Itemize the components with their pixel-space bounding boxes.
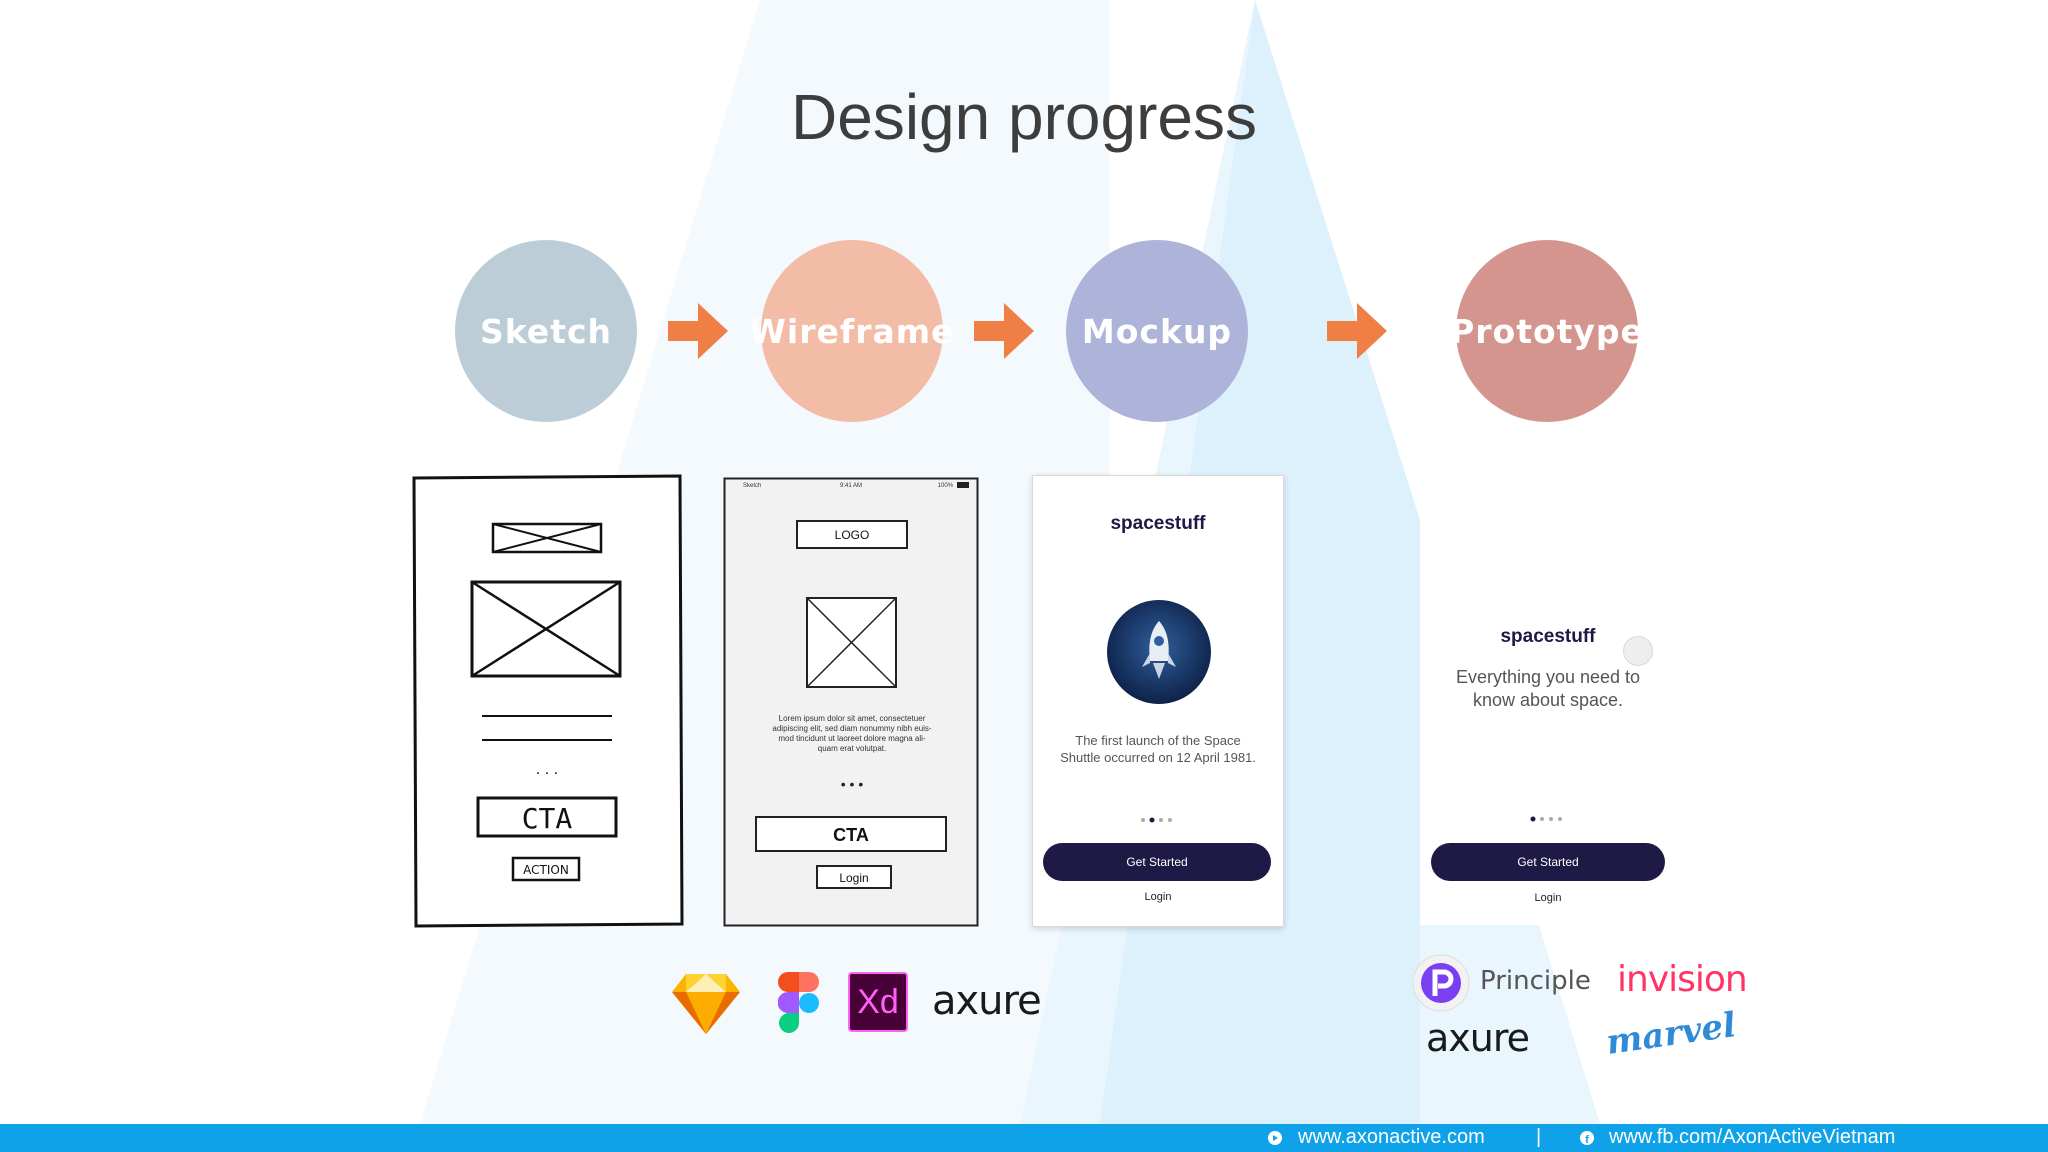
stage-sketch: Sketch [455,240,637,422]
stage-label: Sketch [479,311,613,351]
arrow-right-icon [1327,303,1387,359]
stage-prototype: Prototype [1450,240,1643,422]
facebook-link[interactable]: www.fb.com/AxonActiveVietnam [1609,1126,1896,1148]
sketch-dots: . . . [536,761,558,778]
prototype-text-line: Everything you need to [1455,667,1641,687]
mockup-text-line: Shuttle occurred on 12 April 1981. [1060,750,1256,765]
principle-icon [1412,954,1470,1012]
rocket-icon [1107,600,1211,704]
svg-text:f: f [1585,1134,1589,1145]
wireframe-card: Sketch 9:41 AM 100% LOGO Lorem ipsum dol… [723,477,979,927]
prototype-description: Everything you need to know about space. [1420,666,1676,712]
adobe-xd-icon: Xd [848,972,908,1032]
page-title: Design progress [791,81,1257,153]
wireframe-logo: LOGO [835,528,870,542]
wireframe-cta-label: CTA [833,825,869,845]
principle-label: Principle [1480,966,1591,996]
wireframe-status-left: Sketch [743,483,761,489]
website-icon [1268,1131,1282,1145]
login-link[interactable]: Login [1144,891,1172,903]
mockup-brand: spacestuff [1110,513,1206,534]
wireframe-login-label: Login [839,871,868,885]
pagination-dots [1530,816,1562,822]
wireframe-lorem-line: quam erat volutpat. [818,744,886,753]
login-link[interactable]: Login [1534,892,1562,904]
stage-mockup: Mockup [1066,240,1248,422]
wireframe-status-right: 100% [938,483,954,489]
sketch-cta-label: CTA [522,802,573,835]
wireframe-lorem-line: mod tincidunt ut laoreet dolore magna al… [778,734,926,743]
sketch-card: . . . CTA ACTION [412,474,684,928]
pagination-dots [1141,817,1172,823]
prototype-card: spacestuff Everything you need to know a… [1420,520,1676,925]
invision-logo: invision [1617,957,1748,1001]
axure-logo: axure [1426,1016,1530,1060]
arrow-right-icon [668,303,728,359]
prototype-text-line: know about space. [1472,690,1624,710]
stage-label: Wireframe [749,311,955,351]
stage-label: Prototype [1450,311,1644,351]
website-link[interactable]: www.axonactive.com [1298,1126,1485,1148]
invision-label: invision [1617,958,1748,1000]
get-started-button[interactable]: Get Started [1043,843,1271,881]
wireframe-lorem-line: adipiscing elit, sed diam nonummy nibh e… [772,724,932,733]
wireframe-status-time: 9:41 AM [840,483,862,489]
axure-logo: axure [932,978,1042,1024]
sketch-action-label: ACTION [523,863,569,877]
mockup-text-line: The first launch of the Space [1075,733,1241,748]
xd-label: Xd [857,982,899,1021]
footer-separator: | [1536,1126,1542,1148]
figma-icon [778,972,819,1033]
stage-wireframe: Wireframe [749,240,954,422]
mockup-card: spacestuff The first launch of the Space… [1032,475,1284,927]
button-label: Get Started [1126,855,1188,869]
facebook-icon: f [1580,1131,1594,1145]
wireframe-dots: • • • [841,776,864,792]
mockup-description: The first launch of the Space Shuttle oc… [1033,732,1283,766]
footer-bar: www.axonactive.com | f www.fb.com/AxonAc… [0,1124,2048,1152]
stage-label: Mockup [1081,311,1233,351]
prototype-brand: spacestuff [1500,626,1596,647]
button-label: Get Started [1517,855,1579,869]
arrow-right-icon [974,303,1034,359]
wireframe-lorem-line: Lorem ipsum dolor sit amet, consectetuer [779,714,926,723]
cursor-indicator [1623,636,1653,666]
sketch-app-icon [672,974,740,1034]
get-started-button[interactable]: Get Started [1431,843,1665,881]
